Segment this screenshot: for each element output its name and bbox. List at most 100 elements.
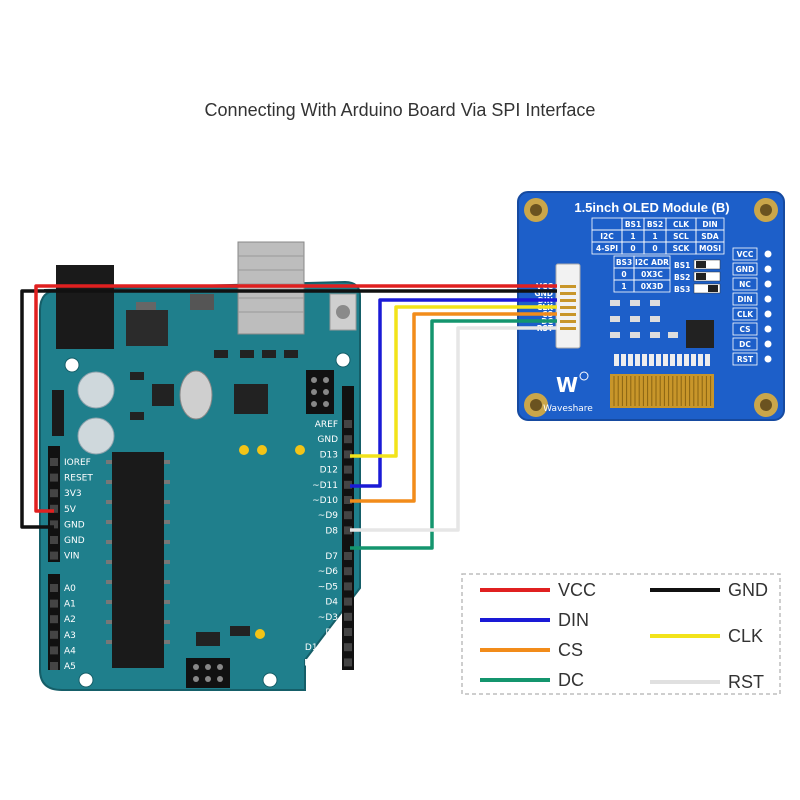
analog-pin-label: A3 — [64, 631, 76, 641]
icsp-header — [306, 370, 334, 414]
header-pin-label: CS — [739, 325, 750, 334]
header-pin — [50, 599, 58, 608]
bs-table-cell: BS1 — [625, 220, 641, 229]
wire-vcc — [34, 284, 557, 513]
header-pin — [344, 597, 352, 606]
header-pin — [344, 480, 352, 489]
bs-table-cell: 1 — [652, 232, 657, 241]
module-title: 1.5inch OLED Module (B) — [574, 200, 729, 215]
bs-table-cell: DIN — [702, 220, 717, 229]
header-pin — [50, 504, 58, 513]
switch-label: BS3 — [674, 285, 690, 294]
i2c-table-cell: 1 — [621, 282, 626, 291]
power-pin-label: 5V — [64, 505, 77, 515]
analog-pin-label: A4 — [64, 646, 76, 656]
header-pin — [344, 511, 352, 520]
i2c-table-cell: I2C ADR — [635, 258, 669, 267]
header-pin — [344, 643, 352, 652]
bs-table-cell: 4-SPI — [596, 244, 618, 253]
wire-gnd — [20, 289, 557, 529]
digital-pin-label: ~D11 — [312, 481, 338, 491]
legend-item: DIN — [480, 610, 589, 630]
header-pin-hole — [764, 280, 772, 288]
header-pin — [50, 662, 58, 670]
header-pin-label: RST — [737, 355, 754, 364]
legend-item: RST — [650, 672, 764, 692]
power-pin-label: RESET — [64, 474, 93, 484]
bs-table-cell: 0 — [652, 244, 657, 253]
bs-table-cell: MOSI — [699, 244, 721, 253]
i2c-table-cell: BS3 — [616, 258, 632, 267]
display-ribbon — [610, 374, 714, 408]
digital-pin-labels: AREFGNDD13D12~D11~D10~D9D8D7~D6~D5D4~D3D… — [304, 420, 352, 668]
header-pin — [344, 435, 352, 444]
header-pin — [344, 526, 352, 535]
icsp-header-2 — [186, 658, 230, 688]
analog-pin-label: A5 — [64, 662, 76, 672]
digital-pin-label: D12 — [320, 466, 338, 476]
diagram-title: Connecting With Arduino Board Via SPI In… — [205, 100, 596, 120]
bs-table-cell: CLK — [673, 220, 690, 229]
reset-button — [329, 293, 357, 331]
digital-pin-label: ~D10 — [312, 496, 338, 506]
header-pin — [344, 420, 352, 428]
legend-item: DC — [480, 670, 584, 690]
header-pin — [50, 473, 58, 482]
i2c-table-cell: 0 — [621, 270, 626, 279]
header-pin-hole — [764, 310, 772, 318]
header-pin-label: CLK — [737, 310, 754, 319]
header-pin — [344, 582, 352, 591]
mounting-holes — [524, 198, 778, 417]
usb-chip — [234, 384, 268, 414]
header-pin-label: GND — [736, 265, 755, 274]
microcontroller — [112, 452, 164, 668]
digital-pin-label: D7 — [325, 552, 338, 562]
fuse — [190, 294, 214, 310]
analog-pin-label: A2 — [64, 615, 76, 625]
header-pin-hole — [764, 355, 772, 363]
header-pin — [50, 520, 58, 529]
legend-item: CLK — [650, 626, 763, 646]
digital-pin-label: ~D3 — [318, 613, 338, 623]
i2c-table-cell: 0X3C — [641, 270, 663, 279]
header-pin — [50, 551, 58, 560]
header-pin — [344, 496, 352, 504]
header-pin — [344, 552, 352, 560]
legend-label: GND — [728, 580, 768, 600]
capacitor — [77, 371, 115, 409]
bs-table-cell: SCK — [673, 244, 691, 253]
module-ic — [686, 320, 714, 348]
header-pin — [50, 615, 58, 624]
header-pin — [344, 450, 352, 459]
digital-pin-label: ~D6 — [318, 567, 338, 577]
digital-pin-label: D13 — [320, 450, 338, 460]
digital-pin-label: AREF — [315, 420, 338, 430]
bs-table-cell: SCL — [673, 232, 689, 241]
waveshare-logo-icon: W — [556, 371, 589, 397]
digital-pin-label: GND — [317, 435, 338, 445]
legend-label: CS — [558, 640, 583, 660]
header-pin — [50, 630, 58, 639]
digital-pin-label: D8 — [325, 526, 338, 536]
analog-pin-label: A0 — [64, 584, 76, 594]
wires — [20, 284, 557, 550]
wire-cs — [350, 312, 557, 503]
header-pin-label: NC — [739, 280, 751, 289]
switch-toggle-icon — [693, 271, 721, 282]
header-pin — [344, 567, 352, 576]
header-pin — [50, 584, 58, 592]
capacitor-row — [614, 354, 710, 366]
legend-label: DIN — [558, 610, 589, 630]
digital-pin-label: D2 — [325, 628, 338, 638]
legend-item: VCC — [480, 580, 596, 600]
wire-dc — [350, 319, 557, 550]
capacitor — [77, 417, 115, 455]
wire-din — [350, 298, 557, 488]
header-pin — [344, 612, 352, 621]
